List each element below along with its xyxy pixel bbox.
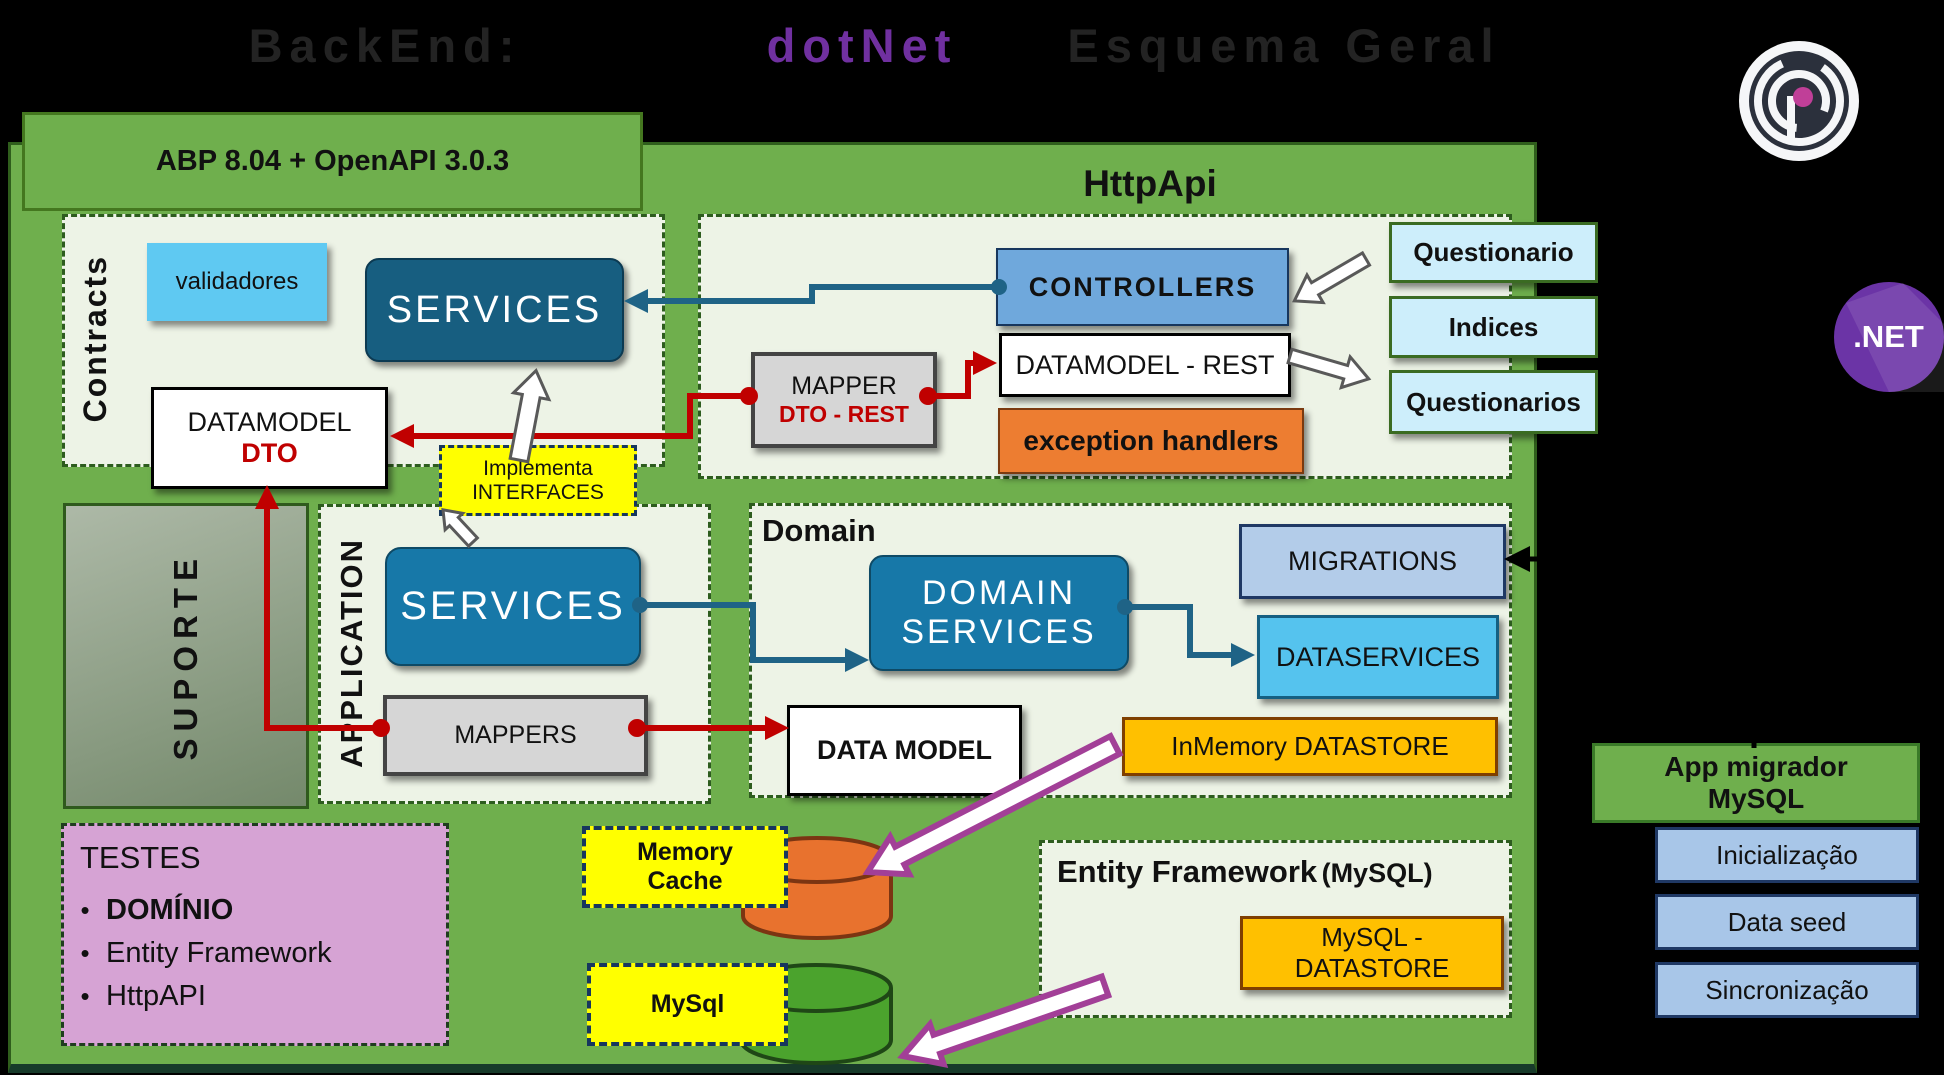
endpoint-questionarios-box: Questionarios: [1389, 370, 1598, 434]
entity-framework-sublabel: (MySQL): [1321, 858, 1433, 888]
validadores-box: validadores: [147, 243, 327, 321]
bullet-icon: •: [80, 895, 90, 925]
bullet-icon: •: [80, 981, 90, 1011]
mysql-note-box: MySql: [587, 963, 788, 1046]
page-title-dotnet: dotNet: [766, 19, 958, 72]
endpoint-questionario-box: Questionario: [1389, 222, 1598, 283]
migrador-step-dataseed: Data seed: [1655, 894, 1919, 950]
testes-panel: TESTES • DOMÍNIO • Entity Framework • Ht…: [61, 823, 449, 1046]
endpoint-indices-box: Indices: [1389, 296, 1598, 358]
migrador-step-sincronizacao: Sincronização: [1655, 962, 1919, 1018]
testes-item-dominio: • DOMÍNIO: [64, 894, 446, 927]
page-title-backend: BackEnd:: [248, 19, 522, 72]
app-migrador-line1: App migrador: [1664, 751, 1848, 782]
controllers-box: CONTROLLERS: [996, 248, 1289, 326]
mapper-line2: DTO - REST: [779, 401, 909, 427]
abp-version-badge: ABP 8.04 + OpenAPI 3.0.3: [22, 112, 643, 211]
domain-services-line2: SERVICES: [901, 613, 1097, 651]
mapper-line1: MAPPER: [791, 372, 897, 400]
mysql-datastore-box: MySQL - DATASTORE: [1240, 916, 1504, 990]
page-title-esquema: Esquema Geral: [1067, 19, 1501, 72]
application-services-box: SERVICES: [385, 547, 641, 666]
implementa-line2: INTERFACES: [472, 480, 604, 504]
migrador-step-inicializacao: Inicialização: [1655, 827, 1919, 883]
testes-item-ef: • Entity Framework: [64, 937, 446, 970]
memory-cache-line1: Memory: [637, 838, 733, 866]
domain-services-line1: DOMAIN: [922, 574, 1076, 612]
testes-item-httpapi: • HttpAPI: [64, 980, 446, 1013]
inmemory-datastore-box: InMemory DATASTORE: [1122, 717, 1498, 776]
httpapi-section-label: HttpApi: [1083, 163, 1217, 204]
contracts-services-box: SERVICES: [365, 258, 624, 362]
app-migrador-line2: MySQL: [1707, 783, 1805, 814]
datamodel-dto-line2: DTO: [241, 438, 298, 468]
dotnet-badge-label: .NET: [1853, 319, 1924, 354]
datamodel-dto-line1: DATAMODEL: [187, 407, 352, 437]
dataservices-box: DATASERVICES: [1257, 615, 1499, 699]
memory-cache-line2: Cache: [647, 867, 723, 895]
exception-handlers-box: exception handlers: [998, 408, 1304, 474]
datamodel-rest-box: DATAMODEL - REST: [999, 333, 1291, 397]
domain-label: Domain: [762, 513, 876, 548]
testes-label: TESTES: [80, 840, 201, 875]
bullet-icon: •: [80, 938, 90, 968]
